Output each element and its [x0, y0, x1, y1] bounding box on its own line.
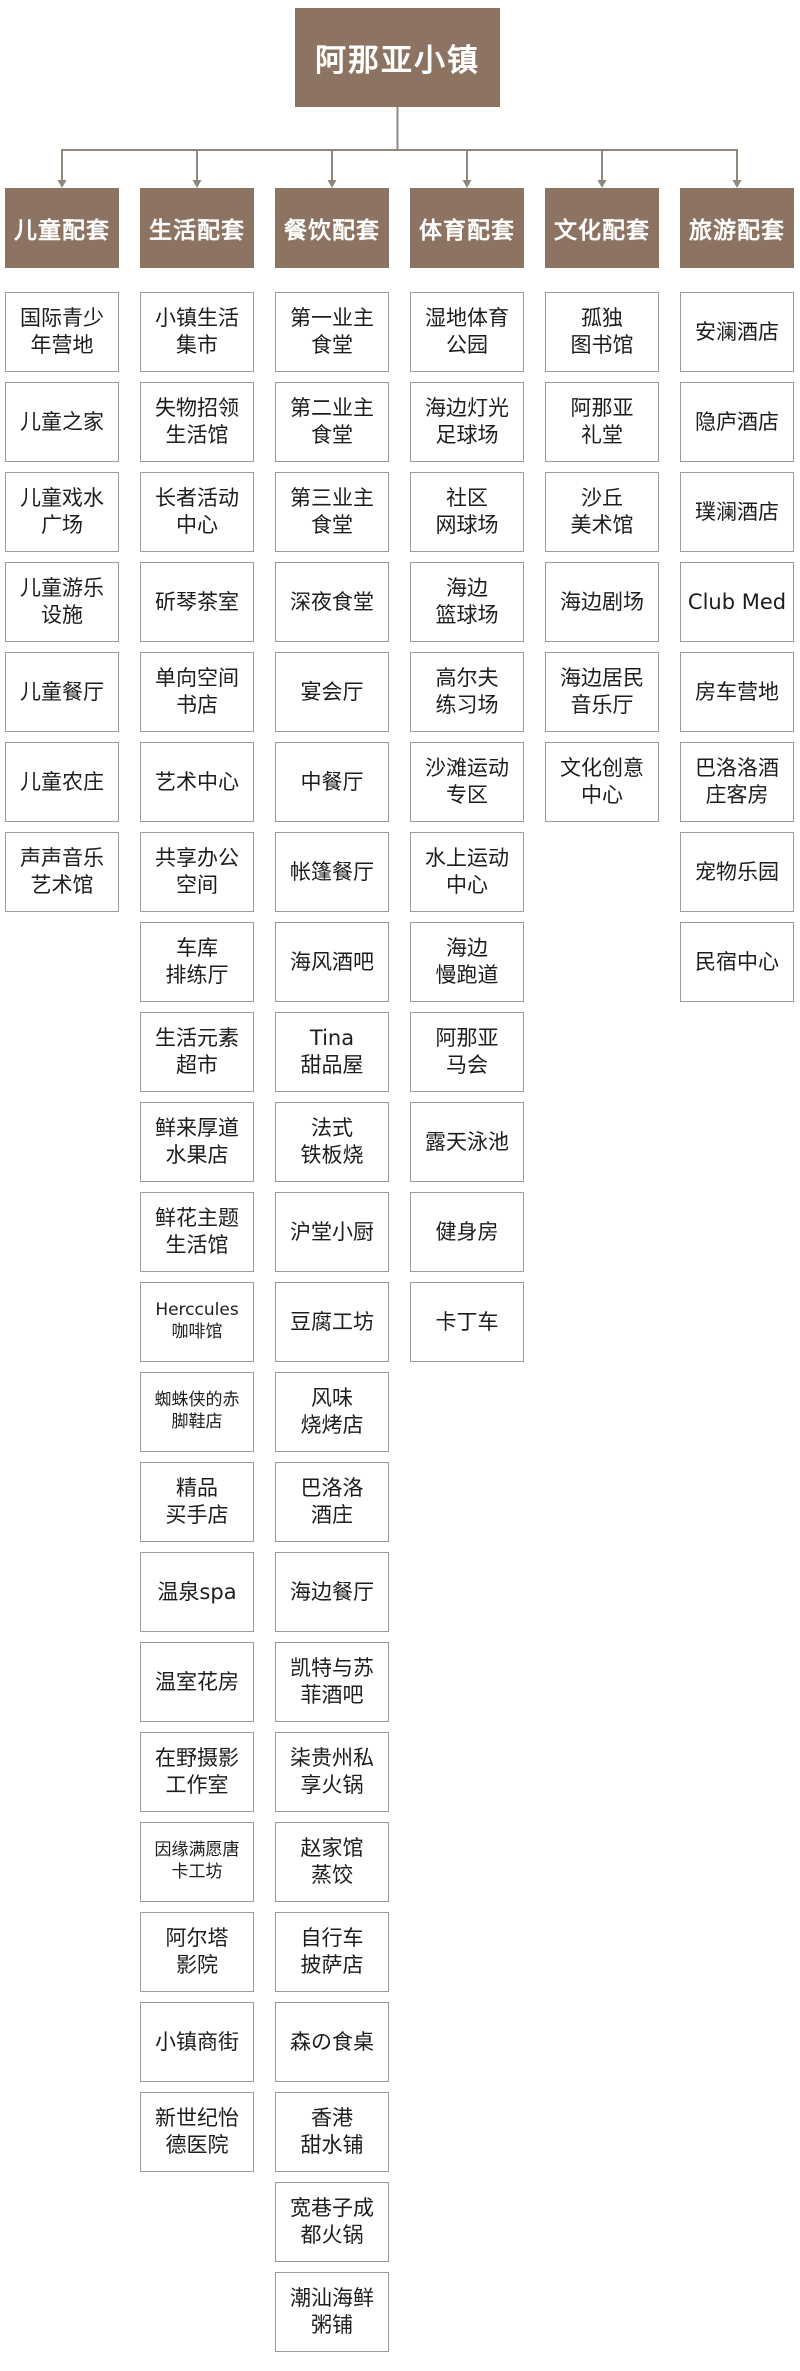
item-box: 露天泳池	[410, 1102, 524, 1182]
item-box: 第二业主 食堂	[275, 382, 389, 462]
item-box: 在野摄影 工作室	[140, 1732, 254, 1812]
item-box: 共享办公 空间	[140, 832, 254, 912]
category-column: 餐饮配套第一业主 食堂第二业主 食堂第三业主 食堂深夜食堂宴会厅中餐厅帐篷餐厅海…	[275, 188, 389, 2352]
item-box: 阿那亚 马会	[410, 1012, 524, 1092]
item-box: 水上运动 中心	[410, 832, 524, 912]
category-column: 旅游配套安澜酒店隐庐酒店璞澜酒店 Club Med 房车营地巴洛洛酒 庄客房宠物乐园…	[680, 188, 794, 1002]
arrow-down-icon	[57, 180, 67, 188]
item-box: 温室花房	[140, 1642, 254, 1722]
category-column: 文化配套孤独 图书馆阿那亚 礼堂沙丘 美术馆海边剧场海边居民 音乐厅文化创意 中…	[545, 188, 659, 822]
item-box: 孤独 图书馆	[545, 292, 659, 372]
item-box: 儿童农庄	[5, 742, 119, 822]
item-box: 帐篷餐厅	[275, 832, 389, 912]
item-box: 斫琴茶室	[140, 562, 254, 642]
item-box: 儿童餐厅	[5, 652, 119, 732]
item-box: 阿那亚 礼堂	[545, 382, 659, 462]
item-box: 小镇商街	[140, 2002, 254, 2082]
item-box: 精品 买手店	[140, 1462, 254, 1542]
arrow-down-icon	[462, 180, 472, 188]
item-box: 海边 篮球场	[410, 562, 524, 642]
category-header: 旅游配套	[680, 188, 794, 268]
item-box: 海边 慢跑道	[410, 922, 524, 1002]
item-box: 生活元素 超市	[140, 1012, 254, 1092]
item-box: 湿地体育 公园	[410, 292, 524, 372]
item-box: 鲜来厚道 水果店	[140, 1102, 254, 1182]
item-box: 第一业主 食堂	[275, 292, 389, 372]
category-header: 餐饮配套	[275, 188, 389, 268]
category-header: 体育配套	[410, 188, 524, 268]
arrow-down-icon	[327, 180, 337, 188]
item-box: 森の食桌	[275, 2002, 389, 2082]
item-box: 潮汕海鲜 粥铺	[275, 2272, 389, 2352]
item-box: 第三业主 食堂	[275, 472, 389, 552]
item-box: 卡丁车	[410, 1282, 524, 1362]
item-box: 自行车 披萨店	[275, 1912, 389, 1992]
item-box: 国际青少 年营地	[5, 292, 119, 372]
item-box: 房车营地	[680, 652, 794, 732]
category-header: 文化配套	[545, 188, 659, 268]
item-box: 香港 甜水铺	[275, 2092, 389, 2172]
item-box: 巴洛洛酒 庄客房	[680, 742, 794, 822]
item-box: Tina 甜品屋	[275, 1012, 389, 1092]
item-box: 海风酒吧	[275, 922, 389, 1002]
item-box: 社区 网球场	[410, 472, 524, 552]
item-box: 豆腐工坊	[275, 1282, 389, 1362]
item-box: 民宿中心	[680, 922, 794, 1002]
item-box: 璞澜酒店	[680, 472, 794, 552]
item-box: 儿童之家	[5, 382, 119, 462]
arrow-down-icon	[597, 180, 607, 188]
item-box: 海边剧场	[545, 562, 659, 642]
item-box: 柒贵州私 享火锅	[275, 1732, 389, 1812]
item-box: 海边居民 音乐厅	[545, 652, 659, 732]
arrow-down-icon	[192, 180, 202, 188]
arrow-down-icon	[732, 180, 742, 188]
item-box: 蜘蛛侠的赤 脚鞋店	[140, 1372, 254, 1452]
item-box: 沙丘 美术馆	[545, 472, 659, 552]
item-box: 新世纪怡 德医院	[140, 2092, 254, 2172]
item-box: 儿童游乐 设施	[5, 562, 119, 642]
item-box: 沙滩运动 专区	[410, 742, 524, 822]
item-box: 凯特与苏 菲酒吧	[275, 1642, 389, 1722]
item-box: Club Med	[680, 562, 794, 642]
item-box: 高尔夫 练习场	[410, 652, 524, 732]
category-column: 体育配套湿地体育 公园海边灯光 足球场社区 网球场海边 篮球场高尔夫 练习场沙滩…	[410, 188, 524, 1362]
item-box: 健身房	[410, 1192, 524, 1272]
item-box: 巴洛洛 酒庄	[275, 1462, 389, 1542]
item-box: 风味 烧烤店	[275, 1372, 389, 1452]
item-box: 因缘满愿唐 卡工坊	[140, 1822, 254, 1902]
item-box: 宠物乐园	[680, 832, 794, 912]
item-box: 海边灯光 足球场	[410, 382, 524, 462]
item-box: 中餐厅	[275, 742, 389, 822]
item-box: 阿尔塔 影院	[140, 1912, 254, 1992]
item-box: 沪堂小厨	[275, 1192, 389, 1272]
item-box: 单向空间 书店	[140, 652, 254, 732]
item-box: 海边餐厅	[275, 1552, 389, 1632]
item-box: 温泉spa	[140, 1552, 254, 1632]
item-box: 深夜食堂	[275, 562, 389, 642]
item-box: 声声音乐 艺术馆	[5, 832, 119, 912]
category-column: 生活配套小镇生活 集市失物招领 生活馆长者活动 中心斫琴茶室单向空间 书店艺术中…	[140, 188, 254, 2172]
item-box: 小镇生活 集市	[140, 292, 254, 372]
category-header: 儿童配套	[5, 188, 119, 268]
item-box: 长者活动 中心	[140, 472, 254, 552]
page-title: 阿那亚小镇	[295, 8, 500, 107]
item-box: Herccules 咖啡馆	[140, 1282, 254, 1362]
category-header: 生活配套	[140, 188, 254, 268]
item-box: 艺术中心	[140, 742, 254, 822]
item-box: 隐庐酒店	[680, 382, 794, 462]
item-box: 失物招领 生活馆	[140, 382, 254, 462]
item-box: 法式 铁板烧	[275, 1102, 389, 1182]
item-box: 车库 排练厅	[140, 922, 254, 1002]
item-box: 赵家馆 蒸饺	[275, 1822, 389, 1902]
item-box: 宽巷子成 都火锅	[275, 2182, 389, 2262]
item-box: 宴会厅	[275, 652, 389, 732]
item-box: 文化创意 中心	[545, 742, 659, 822]
category-column: 儿童配套国际青少 年营地儿童之家儿童戏水 广场儿童游乐 设施儿童餐厅儿童农庄声声…	[5, 188, 119, 912]
item-box: 安澜酒店	[680, 292, 794, 372]
item-box: 儿童戏水 广场	[5, 472, 119, 552]
item-box: 鲜花主题 生活馆	[140, 1192, 254, 1272]
